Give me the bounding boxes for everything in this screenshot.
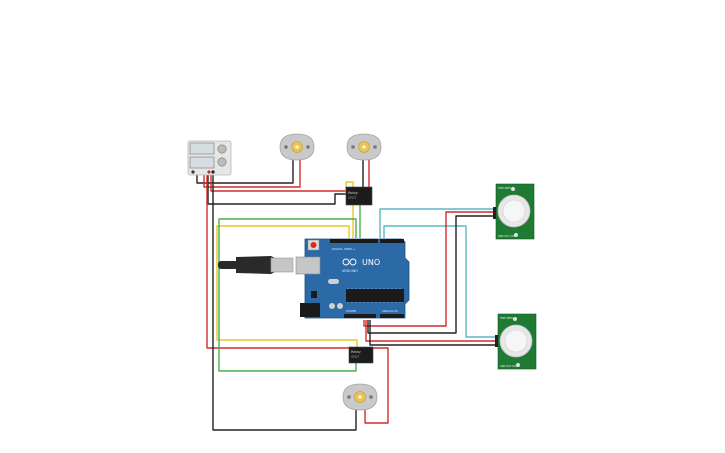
capacitor-2 xyxy=(337,303,343,309)
psu-knob-voltage[interactable] xyxy=(217,144,227,154)
relay-top-label-1: Relay xyxy=(348,191,359,195)
arduino-logo-icon xyxy=(342,258,350,266)
wire-red-5v-pir-bottom[interactable] xyxy=(365,320,496,342)
pir-top-pins[interactable] xyxy=(493,207,496,219)
digital-header-label: DIGITAL (PWM~) xyxy=(332,247,355,251)
power-header[interactable] xyxy=(344,314,376,318)
board-brand-label: ARDUINO xyxy=(342,269,358,273)
pir-bottom-label-bottom: GND OUT VCC xyxy=(500,365,517,368)
wire-red-psu-motor1[interactable] xyxy=(203,158,301,188)
wire-cyan-pir-top[interactable] xyxy=(379,208,496,238)
dc-motor-3[interactable] xyxy=(342,383,378,411)
relay-top[interactable]: Relay SPDT xyxy=(345,186,373,206)
digital-header-2[interactable] xyxy=(380,239,404,243)
wire-red-5v-pir-top[interactable] xyxy=(363,211,496,327)
pir-bottom-pins[interactable] xyxy=(495,335,498,347)
chip-pins xyxy=(347,288,401,303)
pir-bottom-pot-time[interactable] xyxy=(513,317,517,321)
wire-red-relay-bottom-motor3[interactable] xyxy=(364,347,389,424)
psu-knob-current[interactable] xyxy=(217,157,227,167)
relay-top-label-2: SPDT xyxy=(348,196,356,200)
reset-button[interactable] xyxy=(310,242,317,248)
crystal xyxy=(328,279,339,284)
pir-top-pot-sens[interactable] xyxy=(514,233,518,237)
relay-bottom-label-2: SPDT xyxy=(351,355,359,359)
wire-red-psu-relay-bottom[interactable] xyxy=(206,172,349,349)
analog-header-label: ANALOG IN xyxy=(382,309,398,313)
wire-yellow-board-relay-bottom[interactable] xyxy=(216,225,358,348)
regulator xyxy=(311,291,317,298)
wire-black-gnd-pir-bottom[interactable] xyxy=(369,320,496,346)
wire-black-gnd-pir-top[interactable] xyxy=(367,215,496,334)
power-header-label: POWER xyxy=(346,309,356,313)
arduino-uno-board[interactable]: UNO ARDUINO DIGITAL (PWM~) POWER ANALOG … xyxy=(295,238,410,319)
digital-header-1[interactable] xyxy=(330,239,378,243)
psu-terminal-pos[interactable] xyxy=(207,170,211,174)
relay-bottom-label-1: Relay xyxy=(351,350,362,354)
pir-sensor-top[interactable]: TIME SENS GND OUT VCC xyxy=(493,183,535,240)
dc-motor-1[interactable] xyxy=(279,133,315,161)
pir-top-label-bottom: GND OUT VCC xyxy=(498,235,515,238)
pir-top-pot-time[interactable] xyxy=(511,187,515,191)
usb-jack xyxy=(295,256,321,275)
analog-header[interactable] xyxy=(380,314,404,318)
usb-plug xyxy=(270,257,294,273)
wire-green-gnd-top[interactable] xyxy=(218,218,357,372)
psu-display-bottom xyxy=(189,156,215,169)
psu-display-top xyxy=(189,142,215,155)
wire-cyan-pir-bottom[interactable] xyxy=(383,225,496,338)
dc-power-jack[interactable] xyxy=(300,303,320,317)
relay-bottom[interactable]: Relay SPDT xyxy=(348,346,374,364)
wires xyxy=(196,158,496,431)
wire-red-psu-relay-top[interactable] xyxy=(210,172,346,192)
psu-terminal-neg[interactable] xyxy=(211,170,215,174)
psu-terminal-gnd[interactable] xyxy=(191,170,195,174)
atmega-chip xyxy=(346,289,404,302)
wire-black-psu-motor3[interactable] xyxy=(212,172,357,431)
usb-cable[interactable] xyxy=(218,256,294,274)
board-model-label: UNO xyxy=(362,258,380,267)
pir-bottom-pot-sens[interactable] xyxy=(516,363,520,367)
pir-bottom-label-top: TIME SENS xyxy=(500,317,513,320)
power-supply[interactable] xyxy=(187,140,232,176)
wire-black-psu-motor1[interactable] xyxy=(196,158,294,184)
pir-top-label-top: TIME SENS xyxy=(498,187,511,190)
pir-sensor-bottom[interactable]: TIME SENS GND OUT VCC xyxy=(495,313,537,370)
capacitor-1 xyxy=(329,303,335,309)
dc-motor-2[interactable] xyxy=(346,133,382,161)
